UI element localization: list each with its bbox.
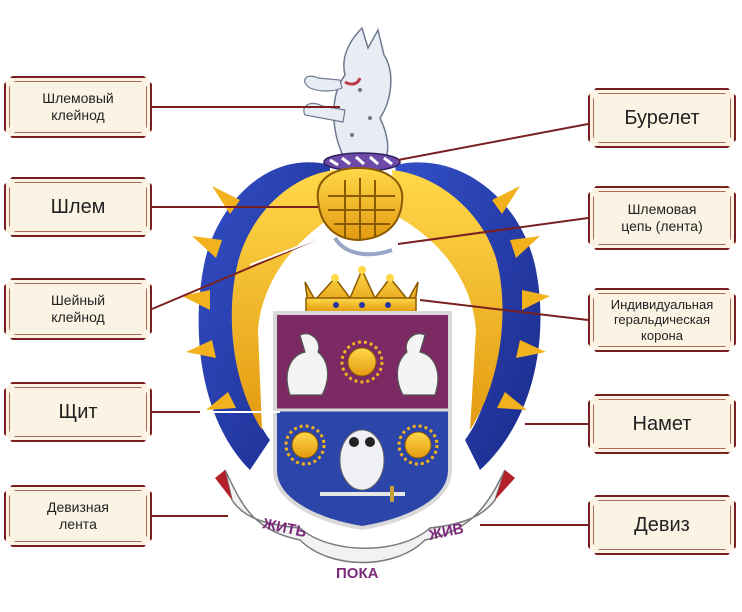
label-neck-crest: Шейный клейнод [4,278,152,340]
label-helmet-crest-text: Шлемовый клейнод [42,90,114,123]
label-burelet-text: Бурелет [624,107,700,129]
label-motto-ribbon: Девизная лента [4,485,152,547]
label-motto-ribbon-text: Девизная лента [46,499,110,532]
motto-word-2: ПОКА [336,565,379,582]
label-mantling-text: Намет [632,413,692,435]
helmet [316,166,404,242]
label-shield: Щит [4,382,152,442]
label-helmet-crest: Шлемовый клейнод [4,76,152,138]
label-helmet: Шлем [4,177,152,237]
leader-lines-light [200,239,316,413]
burelet [323,152,401,172]
label-individual-crown-text: Индивидуальная геральдическая корона [610,296,714,343]
label-burelet: Бурелет [588,88,736,148]
label-shield-text: Щит [58,401,98,423]
heraldic-crown [304,266,419,313]
helmet-crest-lynx [303,26,392,161]
motto-word-3: ЖИВ [426,520,465,544]
label-mantling: Намет [588,394,736,454]
label-helmet-text: Шлем [50,196,106,218]
label-motto-text: Девиз [634,514,690,536]
motto-word-1: ЖИТЬ [260,515,308,541]
label-motto: Девиз [588,495,736,555]
mantling [182,162,550,470]
shield [273,311,452,531]
label-neck-crest-text: Шейный клейнод [50,292,106,325]
label-individual-crown: Индивидуальная геральдическая корона [588,288,736,352]
helmet-chain [333,236,393,257]
label-helmet-chain-text: Шлемовая цепь (лента) [621,201,703,234]
label-helmet-chain: Шлемовая цепь (лента) [588,186,736,250]
